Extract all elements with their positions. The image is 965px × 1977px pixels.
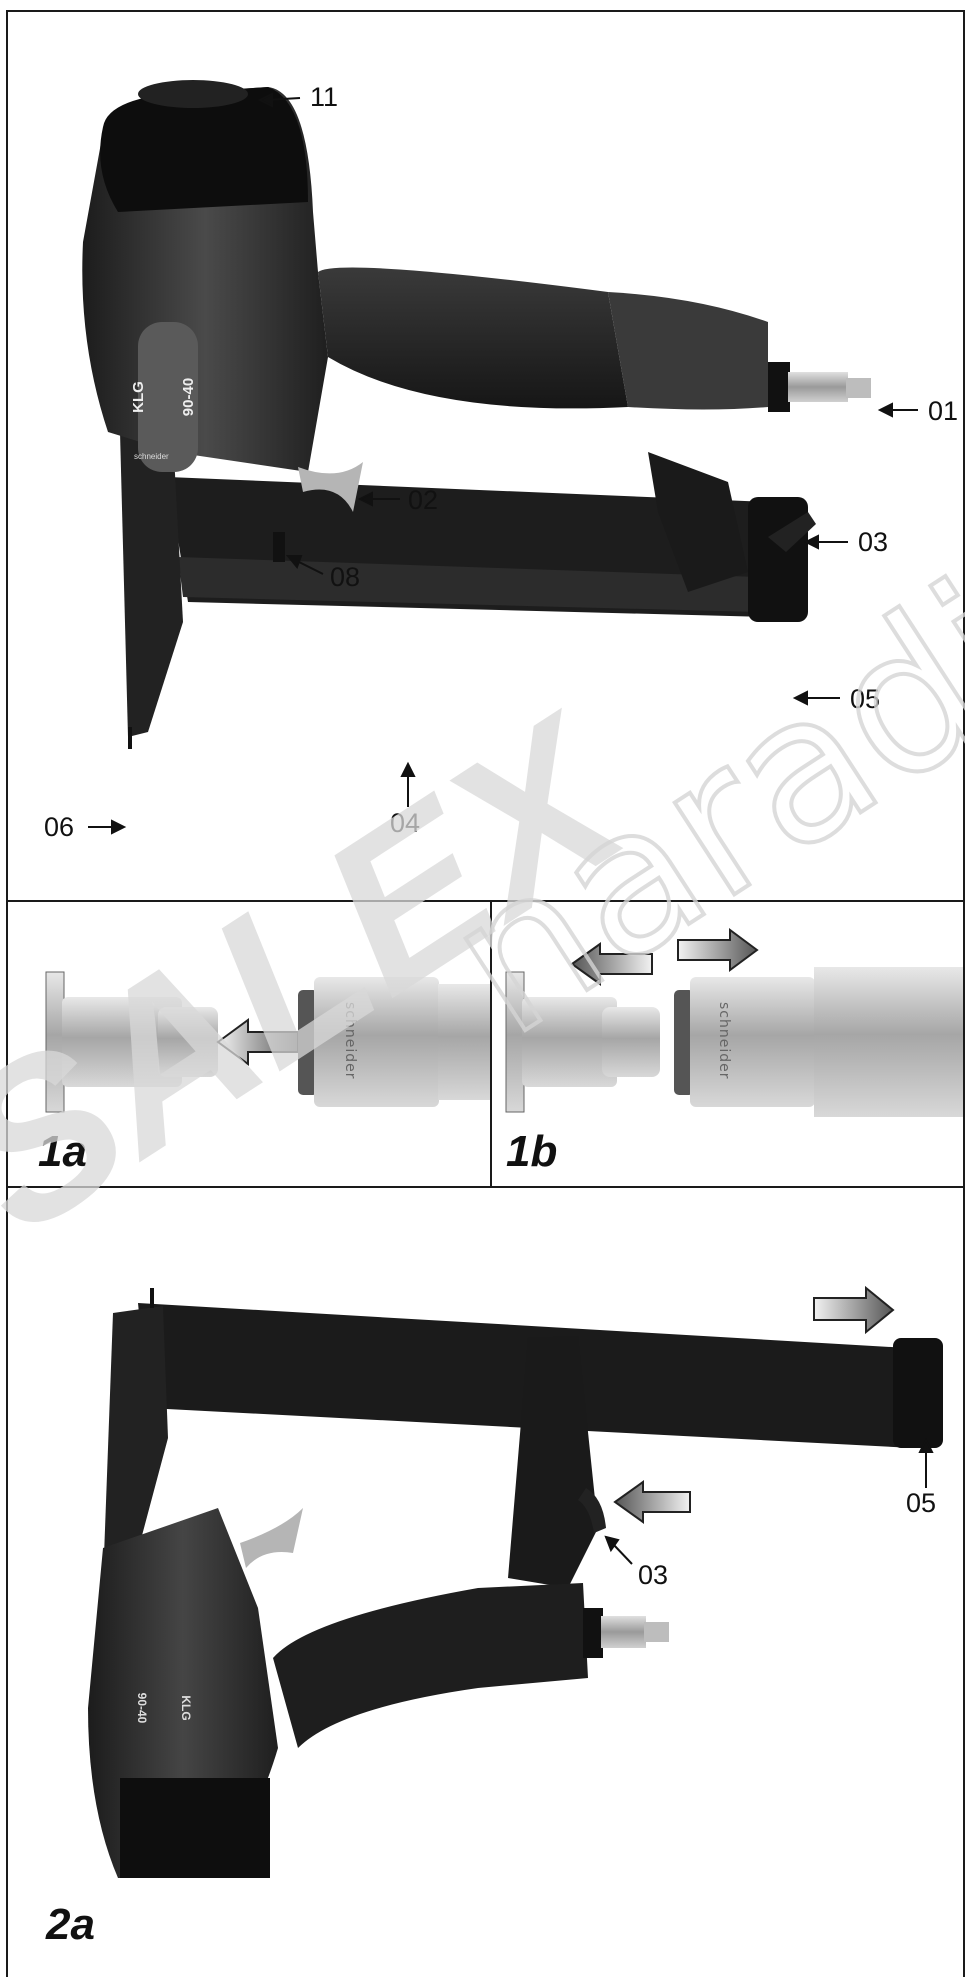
arrow-left-icon xyxy=(570,942,653,986)
callout-04: 04 xyxy=(390,808,421,838)
trigger xyxy=(298,462,363,512)
exhaust-deflector xyxy=(138,80,248,108)
brand-badge: schneider xyxy=(134,452,169,461)
callout-03: 03 xyxy=(858,527,889,557)
figure-2a-panel: 05 03 KLG 90-40 2a xyxy=(6,1186,965,1977)
figure-label-1a: 1a xyxy=(38,1127,87,1176)
figure-1a-panel: schneider 1a xyxy=(6,900,492,1188)
handle-grip xyxy=(273,1583,588,1748)
callout-08: 08 xyxy=(330,562,361,592)
depth-adjust xyxy=(273,532,285,562)
release-lever xyxy=(578,1488,606,1533)
tool-model-badge: KLG 90-40 xyxy=(130,377,197,417)
air-connector xyxy=(788,372,848,402)
coupler-engraving: schneider xyxy=(342,1002,358,1080)
figure-label-1b: 1b xyxy=(506,1127,558,1176)
figure-label-2a: 2a xyxy=(46,1900,95,1949)
handle-grip xyxy=(318,267,628,409)
callout-01: 01 xyxy=(928,396,959,426)
figure-main-panel: 11 01 02 03 08 05 04 06 KLG 90-40 schnei… xyxy=(6,10,965,902)
callout-05: 05 xyxy=(850,684,881,714)
coupler-engraving: schneider xyxy=(716,1002,732,1080)
top-cap xyxy=(100,87,308,212)
trigger xyxy=(240,1508,303,1568)
tool-model-badge: KLG 90-40 xyxy=(135,1692,193,1724)
magazine-end-cap xyxy=(748,497,808,622)
nose-plate xyxy=(120,432,183,737)
arrow-right-icon xyxy=(813,1285,895,1335)
air-connector xyxy=(601,1616,646,1648)
arrow-right-icon xyxy=(677,928,759,972)
stapler-inverted-illustration xyxy=(88,1285,943,1878)
callout-02: 02 xyxy=(408,485,439,515)
figure-1b-panel: schneider 1b xyxy=(490,900,965,1188)
release-lever xyxy=(768,512,816,552)
coupling-disconnect-illustration xyxy=(505,928,963,1117)
callout-03: 03 xyxy=(638,1560,669,1590)
callout-11: 11 xyxy=(310,82,339,112)
callout-arrows xyxy=(88,92,918,835)
arrow-left-icon xyxy=(613,1480,691,1524)
callout-06: 06 xyxy=(44,812,75,842)
callout-05: 05 xyxy=(906,1488,937,1518)
arrow-left-icon xyxy=(216,1018,299,1066)
stapler-illustration-main xyxy=(82,80,918,835)
coupling-connect-illustration xyxy=(45,971,490,1113)
magazine-end-cap xyxy=(893,1338,943,1448)
